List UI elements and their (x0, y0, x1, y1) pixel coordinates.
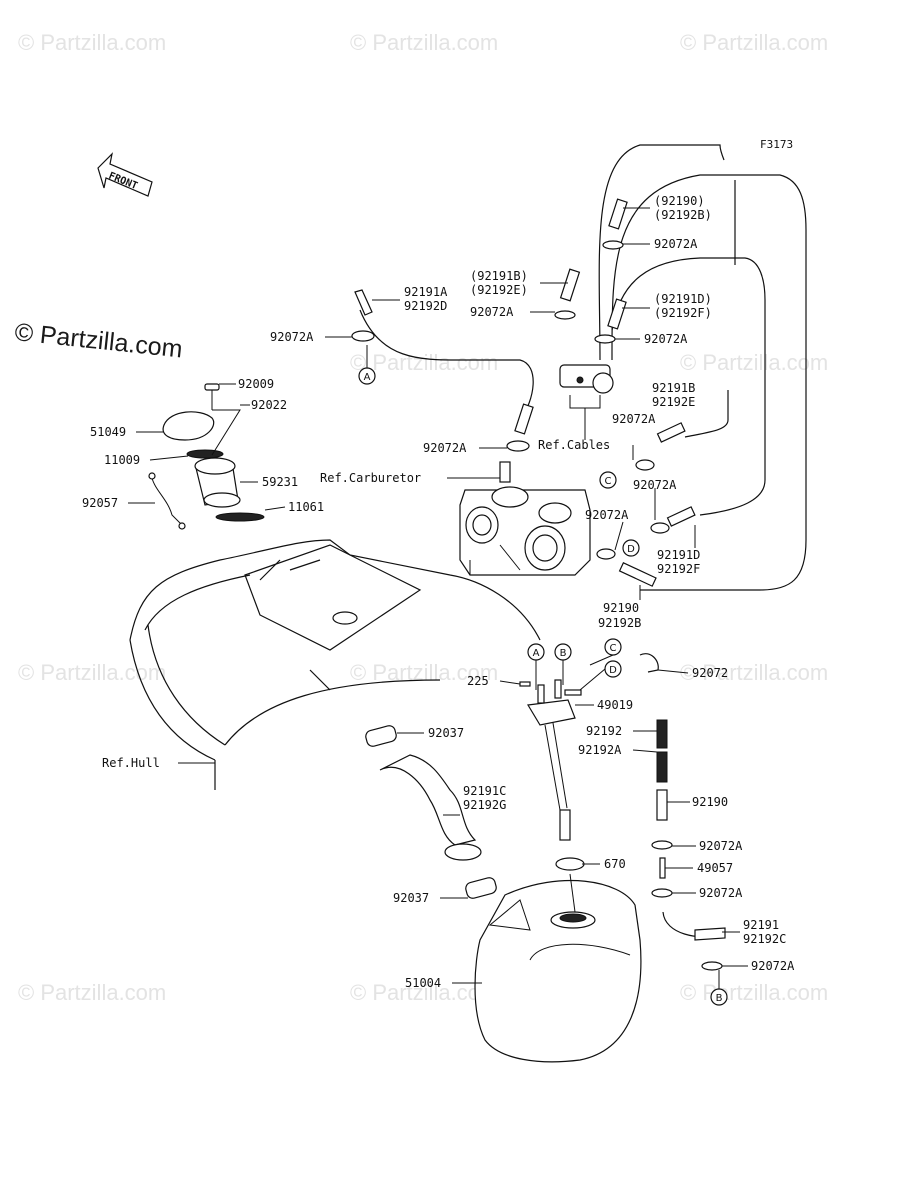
connector-b: B (560, 648, 567, 659)
part-label: 92192B (598, 616, 641, 630)
fuel-hoses-upper (359, 144, 807, 591)
part-label: 92192G (463, 798, 506, 812)
connector-c: C (610, 643, 617, 654)
part-label: 92191D (657, 548, 700, 562)
part-label: 11009 (104, 453, 140, 467)
ref-carburetor: Ref.Carburetor (320, 471, 421, 485)
connector-c: C (605, 476, 612, 487)
part-label: 92191B (652, 381, 695, 395)
connector-callouts: A C D A B C D B (358, 345, 728, 1006)
part-label: 11061 (288, 500, 324, 514)
fuel-tank (474, 857, 642, 1063)
part-label: 92072A (470, 305, 514, 319)
part-label: 92009 (238, 377, 274, 391)
part-label: 92072A (751, 959, 795, 973)
part-label: 92037 (393, 891, 429, 905)
watermark: © Partzilla.com (680, 30, 828, 55)
part-label: (92190) (654, 194, 705, 208)
carburetor (459, 461, 591, 576)
fuel-valve (559, 364, 614, 440)
connector-a: A (533, 648, 540, 659)
hose-pieces (354, 198, 696, 587)
part-label: 92191 (743, 918, 779, 932)
part-label: 92072A (644, 332, 688, 346)
part-label: 92191A (404, 285, 448, 299)
ref-cables: Ref.Cables (538, 438, 610, 452)
part-label: (92192F) (654, 306, 712, 320)
watermark: © Partzilla.com (350, 30, 498, 55)
watermark: © Partzilla.com (18, 30, 166, 55)
part-label: 92072A (585, 508, 629, 522)
part-label: 670 (604, 857, 626, 871)
diagram-id: F3173 (760, 138, 793, 151)
watermark: © Partzilla.com (680, 350, 828, 375)
leader-lines (128, 207, 748, 984)
fuel-pickup (519, 679, 582, 841)
part-label: 92072 (692, 666, 728, 680)
hull (129, 539, 541, 790)
watermark: © Partzilla.com (680, 980, 828, 1005)
part-label: 92022 (251, 398, 287, 412)
connector-d: D (609, 665, 617, 676)
connector-d: D (627, 544, 635, 555)
watermark: © Partzilla.com (18, 980, 166, 1005)
part-label: (92191B) (470, 269, 528, 283)
part-label: 92072A (633, 478, 677, 492)
part-label: 92072A (699, 839, 743, 853)
part-label: 92192A (578, 743, 622, 757)
part-label: 225 (467, 674, 489, 688)
connector-b: B (716, 993, 723, 1004)
part-label: 92072A (654, 237, 698, 251)
watermark: © Partzilla.com (350, 980, 498, 1005)
part-label: 59231 (262, 475, 298, 489)
part-label: 51004 (405, 976, 441, 990)
part-label: 92190 (692, 795, 728, 809)
part-label: 92037 (428, 726, 464, 740)
part-label: 92072A (423, 441, 467, 455)
part-label: 92072A (612, 412, 656, 426)
watermarks: © Partzilla.com © Partzilla.com © Partzi… (13, 30, 828, 1005)
part-label: 49019 (597, 698, 633, 712)
watermark: © Partzilla.com (680, 660, 828, 685)
watermark: © Partzilla.com (18, 660, 166, 685)
part-label: 92192D (404, 299, 447, 313)
part-label: 51049 (90, 425, 126, 439)
part-label: 92192F (657, 562, 700, 576)
part-label: (92192B) (654, 208, 712, 222)
part-label: (92192E) (470, 283, 528, 297)
part-label: 92191C (463, 784, 506, 798)
connector-a: A (364, 372, 371, 383)
part-label: 92192E (652, 395, 695, 409)
part-label: 92072A (270, 330, 314, 344)
part-label: 92192C (743, 932, 786, 946)
part-labels: (92190) (92192B) 92072A (92191B) (92192E… (82, 194, 795, 990)
filler-hose (365, 725, 497, 899)
part-label: 49057 (697, 861, 733, 875)
part-label: 92190 (603, 601, 639, 615)
watermark: © Partzilla.com (350, 350, 498, 375)
part-label: 92192 (586, 724, 622, 738)
ref-hull: Ref.Hull (102, 756, 160, 770)
filler-cap-assembly (148, 383, 265, 530)
front-arrow-icon: FRONT (97, 152, 153, 197)
watermark-main: © Partzilla.com (13, 318, 183, 363)
part-label: 92057 (82, 496, 118, 510)
part-label: 92072A (699, 886, 743, 900)
part-label: (92191D) (654, 292, 712, 306)
watermark: © Partzilla.com (350, 660, 498, 685)
